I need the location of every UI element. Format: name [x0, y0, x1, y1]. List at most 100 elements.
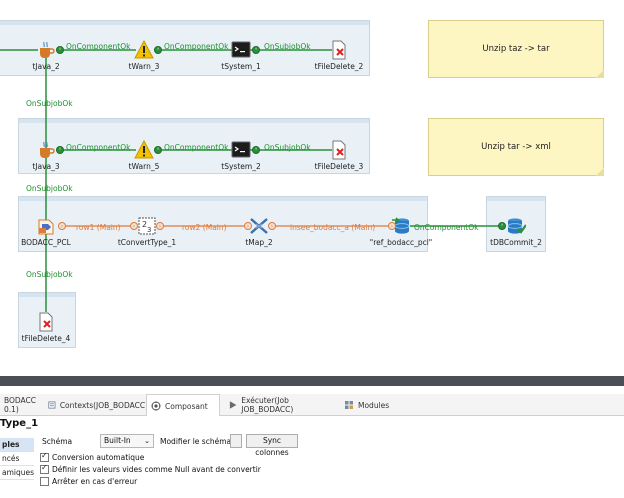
edit-schema-label: Modifier le schéma [160, 437, 232, 446]
warning-icon [134, 40, 154, 59]
terminal-icon [231, 141, 251, 158]
note-text: Unzip tar -> xml [481, 142, 551, 152]
map-icon [250, 218, 268, 234]
schema-label: Schéma [42, 437, 73, 446]
component-label: tWarn_3 [128, 62, 160, 71]
link-label[interactable]: OnComponentOk [164, 42, 229, 51]
svg-text:3: 3 [147, 226, 151, 234]
flow-label-row2[interactable]: row2 (Main) [182, 223, 227, 232]
tab-composant[interactable]: Composant [146, 394, 220, 417]
port-ok[interactable]: ꜛ [154, 46, 162, 54]
modules-icon [345, 401, 353, 409]
port-ok[interactable]: ꜛ [252, 146, 260, 154]
subjob-3[interactable] [18, 196, 428, 252]
note-text: Unzip taz -> tar [482, 44, 550, 54]
component-icon [151, 401, 161, 411]
file-delete-icon [332, 40, 346, 60]
tab-label: BODACC 0.1) [4, 396, 37, 414]
checkbox-empty-to-null[interactable] [40, 463, 49, 474]
tab-contexts[interactable]: Contexts(JOB_BODACC) [44, 394, 148, 416]
java-cup-icon [40, 41, 55, 58]
tab-executer[interactable]: Exécuter(Job JOB_BODACC) [224, 394, 336, 416]
database-output-icon [392, 217, 410, 234]
component-label: tWarn_5 [128, 162, 160, 171]
port-ok[interactable]: ꜛ [154, 146, 162, 154]
schema-value: Built-In [104, 436, 131, 445]
note-unzip-taz[interactable]: Unzip taz -> tar [428, 20, 604, 78]
link-label[interactable]: OnSubjobOk [26, 270, 73, 279]
side-tab-simple[interactable]: ples [0, 438, 34, 452]
schema-select[interactable]: Built-In ⌄ [100, 434, 154, 448]
subjob-3b[interactable] [486, 196, 546, 252]
checkbox-auto-conversion[interactable] [40, 451, 49, 462]
link-label[interactable]: OnComponentOk [66, 143, 131, 152]
side-tab-dynamic[interactable]: amiques [0, 466, 34, 480]
note-unzip-tar[interactable]: Unzip tar -> xml [428, 118, 604, 176]
edit-schema-button[interactable] [230, 434, 242, 448]
side-tab-advanced[interactable]: ncés [0, 452, 34, 466]
link-label[interactable]: OnSubjobOk [26, 184, 73, 193]
port-flow[interactable]: › [58, 222, 66, 230]
contexts-icon [48, 401, 56, 409]
port-ok[interactable]: ꜛ [252, 46, 260, 54]
file-input-icon [38, 219, 54, 235]
connection-layer [0, 49, 506, 312]
tab-label: Exécuter(Job JOB_BODACC) [241, 396, 294, 414]
port-flow[interactable]: › [388, 222, 396, 230]
database-commit-icon [507, 218, 526, 234]
component-label: tJava_2 [32, 62, 60, 71]
component-label: tMap_2 [245, 238, 273, 247]
component-properties-panel [0, 416, 624, 498]
flow-label-row1[interactable]: row1 (Main) [76, 223, 121, 232]
component-label: tFileDelete_2 [314, 62, 364, 71]
java-cup-icon [40, 141, 55, 158]
tab-label: Composant [165, 401, 208, 411]
subjob-4[interactable] [18, 292, 76, 348]
link-label[interactable]: OnSubjobOk [26, 99, 73, 108]
port-flow[interactable]: › [130, 222, 138, 230]
component-label: "ref_bodacc_pcl" [369, 238, 433, 247]
port-ok[interactable]: ꜛ [56, 146, 64, 154]
file-delete-icon [39, 312, 53, 332]
port-ok[interactable]: ꜛ [498, 222, 506, 230]
port-flow[interactable]: › [244, 222, 252, 230]
component-label: tDBCommit_2 [490, 238, 542, 247]
bottom-view-tabs: BODACC 0.1) Contexts(JOB_BODACC) Composa… [0, 394, 624, 417]
terminal-icon [231, 41, 251, 58]
panel-splitter[interactable] [0, 376, 624, 386]
component-title: Type_1 [0, 418, 39, 429]
component-label: BODACC_PCL [21, 238, 71, 247]
component-label: tSystem_1 [221, 62, 261, 71]
tab-label: Contexts(JOB_BODACC) [59, 400, 148, 410]
checkbox-label: Arrêter en cas d'erreur [52, 477, 138, 486]
tab-label: Modules [358, 400, 390, 410]
tab-modules[interactable]: Modules [340, 394, 400, 416]
flow-label-insee-bodacc[interactable]: insee_bodacc_a (Main) [290, 223, 376, 232]
link-label[interactable]: OnComponentOk [414, 223, 479, 232]
sync-columns-button[interactable]: Sync colonnes [246, 434, 298, 457]
component-label: tFileDelete_4 [21, 334, 71, 343]
checkbox-label: Conversion automatique [52, 453, 145, 462]
link-label[interactable]: OnComponentOk [66, 42, 131, 51]
component-label: tConvertType_1 [117, 238, 177, 247]
port-flow[interactable]: › [156, 222, 164, 230]
checkbox-stop-on-error[interactable] [40, 477, 49, 486]
component-label: tFileDelete_3 [314, 162, 364, 171]
svg-text:2: 2 [142, 220, 147, 229]
subjob-2[interactable] [18, 118, 370, 174]
checkbox-label: Définir les valeurs vides comme Null ava… [52, 465, 261, 474]
chevron-down-icon: ⌄ [144, 437, 150, 445]
link-label[interactable]: OnSubjobOk [264, 143, 311, 152]
port-ok[interactable]: ꜛ [56, 46, 64, 54]
component-label: tSystem_2 [221, 162, 261, 171]
tab-job[interactable]: BODACC 0.1) [0, 394, 48, 416]
component-label: tJava_3 [32, 162, 60, 171]
port-flow[interactable]: › [268, 222, 276, 230]
file-delete-icon [332, 140, 346, 160]
run-icon [229, 401, 237, 409]
warning-icon [134, 140, 154, 159]
link-label[interactable]: OnSubjobOk [264, 42, 311, 51]
job-designer-canvas[interactable]: Unzip taz -> tar Unzip tar -> xml [0, 0, 624, 376]
link-label[interactable]: OnComponentOk [164, 143, 229, 152]
